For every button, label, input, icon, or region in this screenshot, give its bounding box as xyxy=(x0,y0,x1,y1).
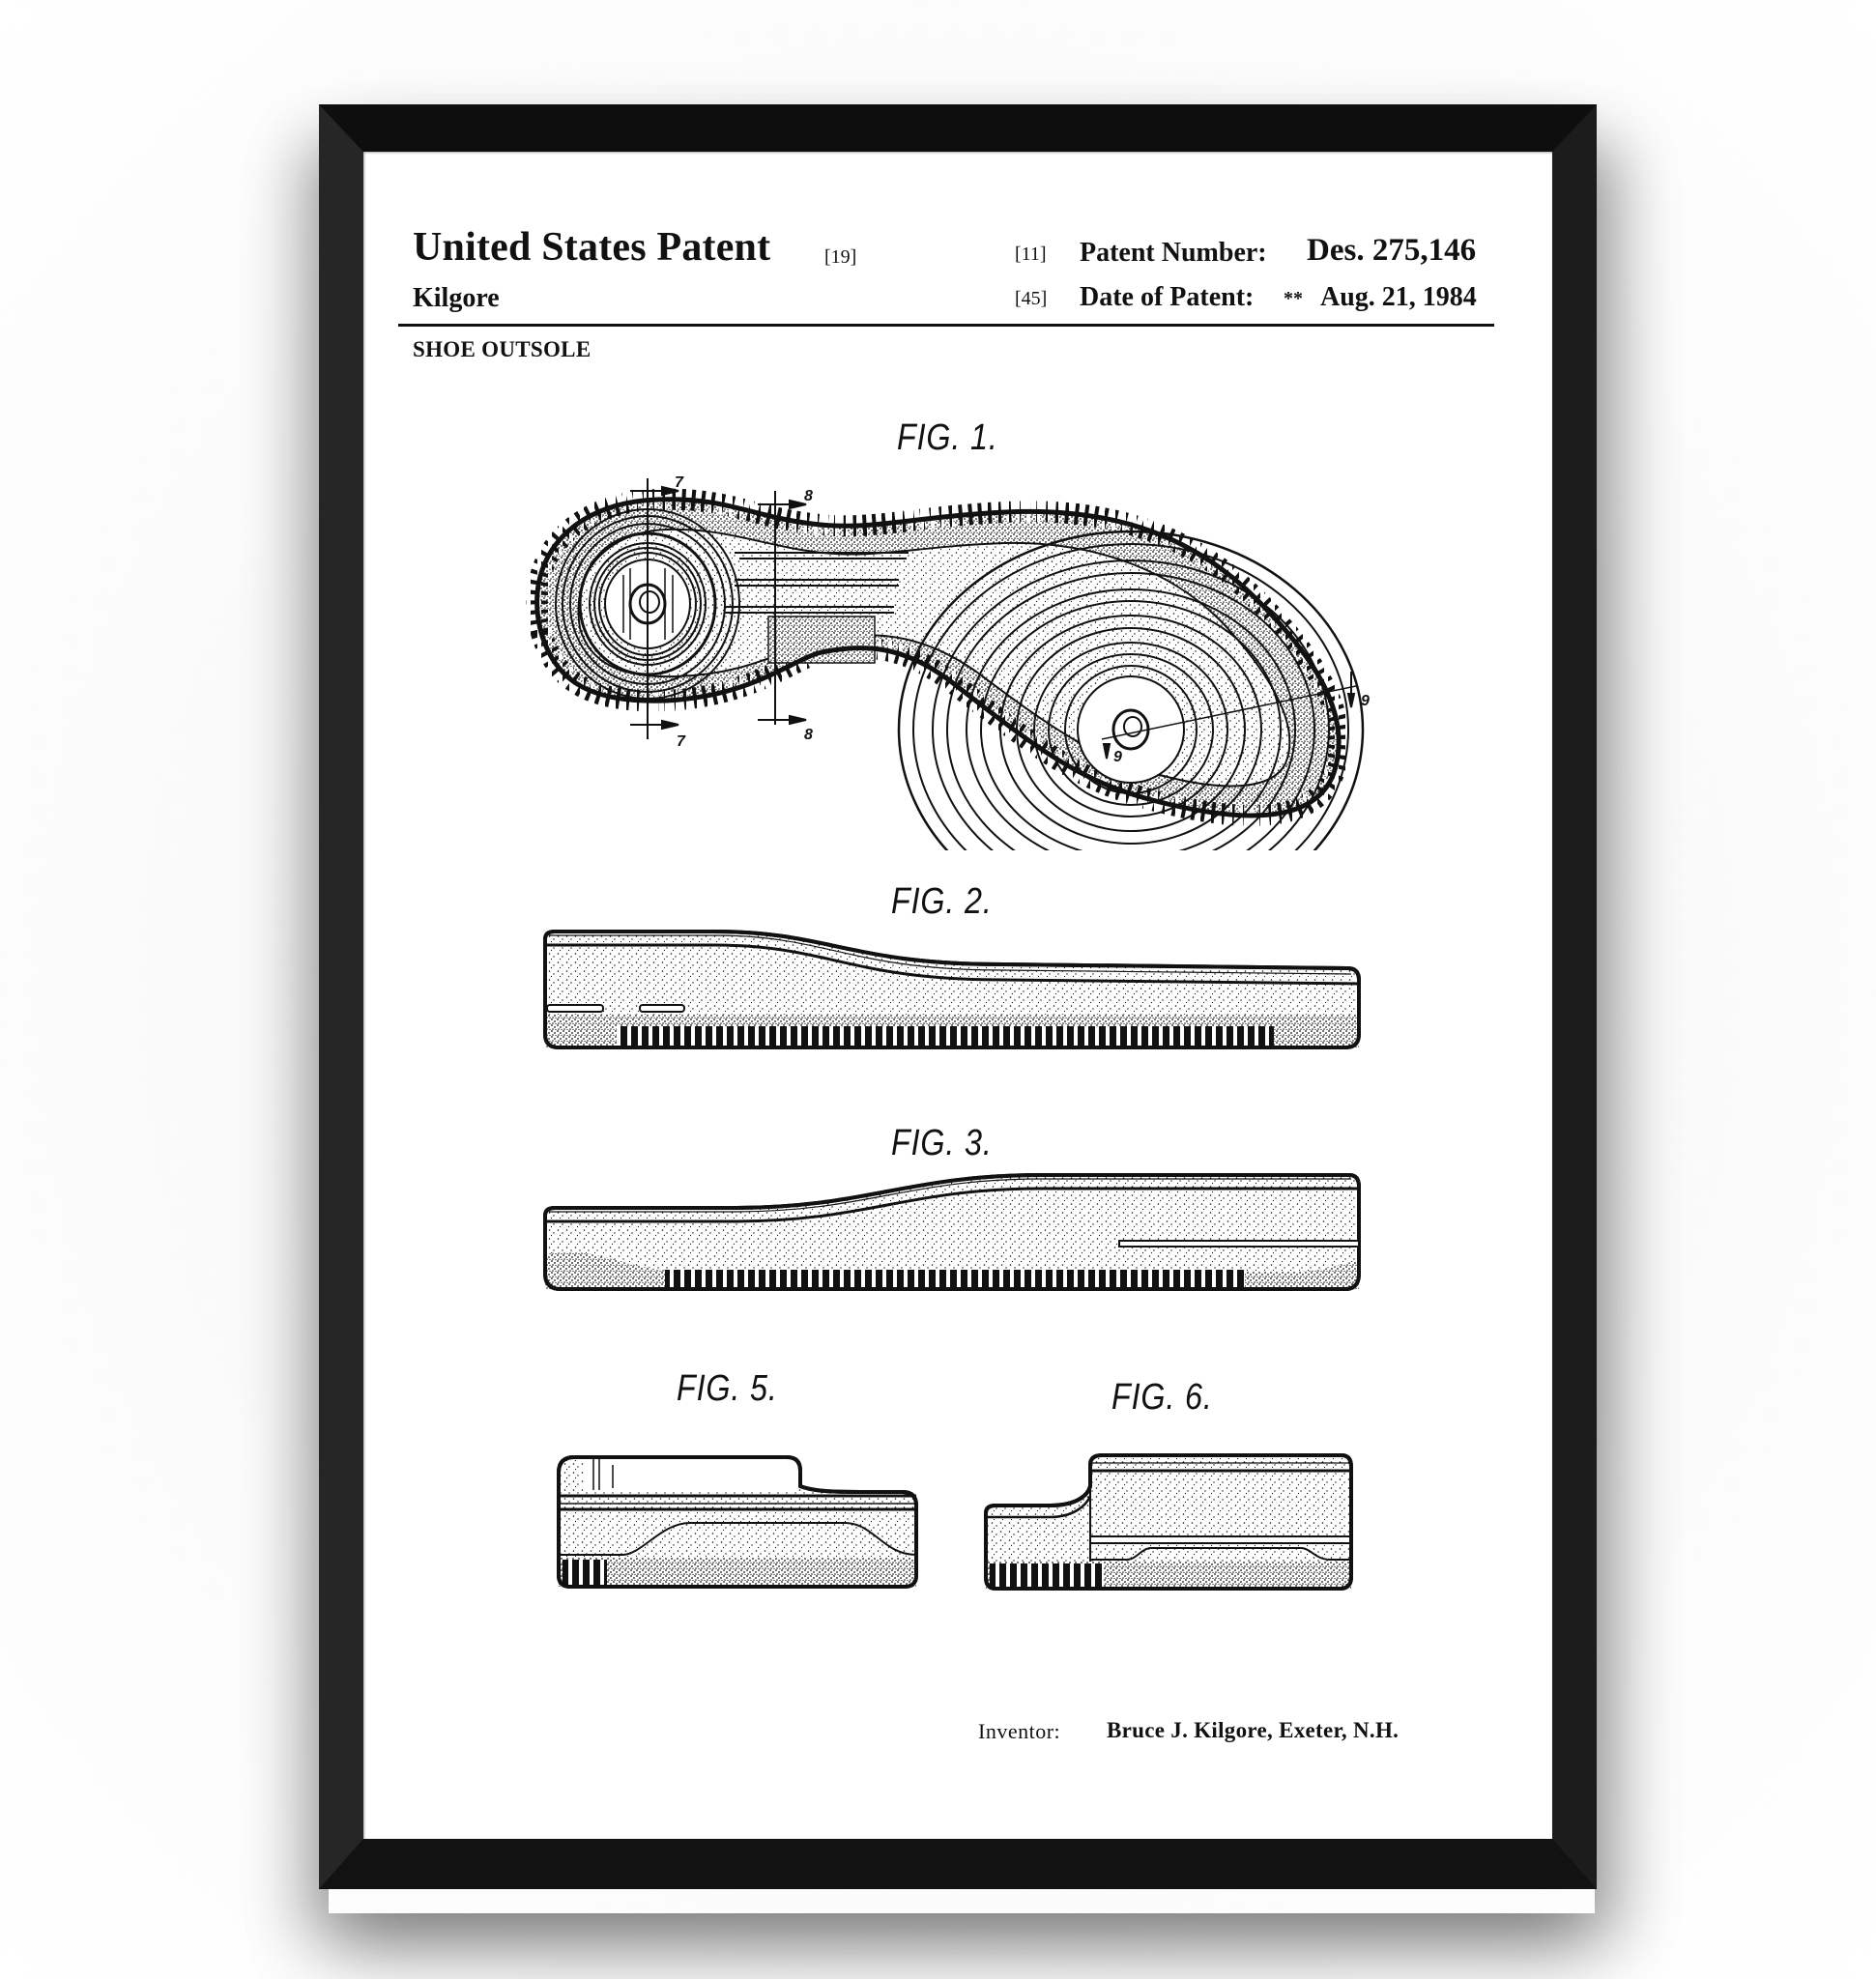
patent-number-value: Des. 275,146 xyxy=(1307,233,1477,268)
header-rule xyxy=(398,324,1494,327)
date-value: Aug. 21, 1984 xyxy=(1320,282,1477,312)
patent-number-code: [11] xyxy=(1015,244,1047,265)
fig-3-side-drawing xyxy=(543,1173,1361,1291)
section-8-top: 8 xyxy=(804,488,813,504)
date-label: Date of Patent: xyxy=(1080,282,1255,312)
date-marker: ** xyxy=(1284,288,1303,309)
patent-subject: SHOE OUTSOLE xyxy=(413,337,592,361)
fig-1-label: FIG. 1. xyxy=(897,417,998,458)
inventor-label: Inventor: xyxy=(978,1719,1061,1743)
title-code: [19] xyxy=(824,246,857,268)
fig-6-toe-drawing xyxy=(984,1453,1353,1591)
fig-2-side-drawing xyxy=(543,930,1361,1049)
inventor-surname: Kilgore xyxy=(413,283,500,313)
section-7-bottom: 7 xyxy=(677,733,686,750)
section-9-left: 9 xyxy=(1113,749,1122,765)
section-8-bottom: 8 xyxy=(804,727,813,743)
fig-5-label: FIG. 5. xyxy=(677,1368,778,1409)
fig-2-label: FIG. 2. xyxy=(891,881,993,922)
fig-3-label: FIG. 3. xyxy=(891,1123,993,1163)
patent-number-label: Patent Number: xyxy=(1080,238,1267,268)
fig-1-outsole-drawing: 7 7 8 8 9 9 xyxy=(526,474,1370,850)
date-code: [45] xyxy=(1015,288,1048,309)
inventor-value: Bruce J. Kilgore, Exeter, N.H. xyxy=(1107,1718,1400,1742)
section-7-top: 7 xyxy=(675,474,684,491)
section-9-right: 9 xyxy=(1361,693,1370,709)
patent-title: United States Patent xyxy=(413,225,771,270)
fig-6-label: FIG. 6. xyxy=(1111,1377,1213,1418)
fig-5-heel-drawing xyxy=(557,1455,918,1589)
